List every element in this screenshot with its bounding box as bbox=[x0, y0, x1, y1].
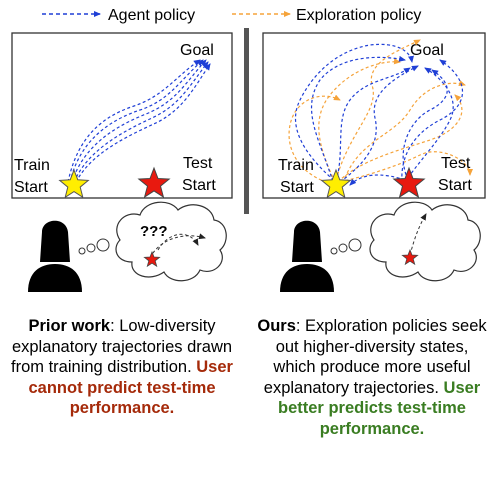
ours-highlight: User better predicts test-time performan… bbox=[278, 378, 481, 438]
left-test-label-line1: Test bbox=[183, 155, 213, 172]
left-train-star bbox=[58, 168, 90, 199]
left-goal-label: Goal bbox=[180, 42, 214, 59]
ours-caption: Ours: Exploration policies seek out high… bbox=[254, 316, 490, 439]
right-thought-star bbox=[401, 248, 419, 266]
left-panel: Goal Train Start Test Start bbox=[11, 32, 233, 199]
right-test-label-line2: Start bbox=[438, 177, 472, 194]
right-test-label-line1: Test bbox=[441, 155, 471, 172]
exploration-legend-label: Exploration policy bbox=[296, 7, 421, 24]
right-environment-box bbox=[262, 32, 486, 199]
agent-legend-label: Agent policy bbox=[108, 7, 195, 24]
left-thought-text: ??? bbox=[140, 223, 168, 240]
legend: Agent policy Exploration policy bbox=[42, 7, 421, 24]
prior-work-title: Prior work bbox=[28, 317, 111, 335]
left-train-label-line1: Train bbox=[14, 157, 50, 174]
left-thought-cloud bbox=[115, 201, 227, 282]
left-agent-trajectories bbox=[67, 59, 211, 183]
left-user: ??? bbox=[28, 201, 227, 292]
right-panel: Goal Train Start Test Start bbox=[262, 32, 486, 199]
panel-divider bbox=[244, 28, 249, 214]
ours-text: : Exploration policies seek out higher-d… bbox=[263, 317, 487, 397]
ours-title: Ours bbox=[257, 317, 296, 335]
prior-work-text: : Low-diversity explanatory trajectories… bbox=[11, 317, 233, 376]
prior-work-caption: Prior work: Low-diversity explanatory tr… bbox=[4, 316, 240, 419]
right-train-label-line2: Start bbox=[280, 179, 314, 196]
left-test-label-line2: Start bbox=[182, 177, 216, 194]
left-thought-star bbox=[143, 250, 161, 268]
right-thought-cloud bbox=[369, 201, 481, 282]
right-train-label-line1: Train bbox=[278, 157, 314, 174]
right-train-star bbox=[320, 168, 352, 199]
prior-work-highlight: User cannot predict test-time performanc… bbox=[28, 358, 233, 417]
right-goal-label: Goal bbox=[410, 42, 444, 59]
left-user-icon bbox=[28, 220, 82, 292]
right-user-icon bbox=[280, 220, 334, 292]
right-user bbox=[280, 201, 481, 292]
left-train-label-line2: Start bbox=[14, 179, 48, 196]
right-agent-trajectories bbox=[294, 43, 464, 186]
left-test-star bbox=[137, 166, 171, 199]
right-test-star bbox=[392, 166, 426, 199]
